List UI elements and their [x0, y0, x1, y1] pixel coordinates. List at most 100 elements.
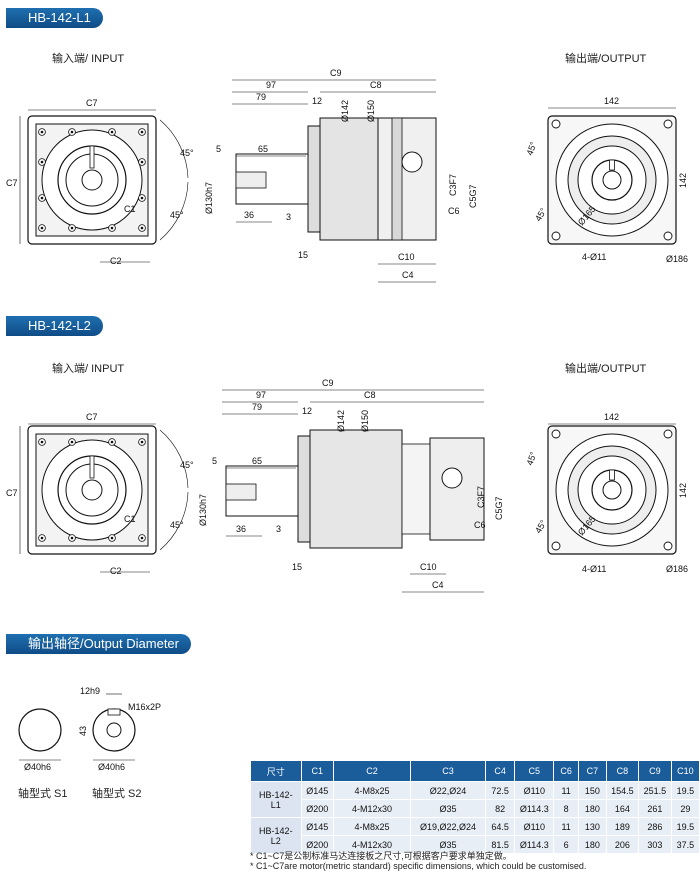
table-cell: 11: [553, 817, 580, 836]
table-cell: 189: [605, 817, 640, 836]
dim-142-top-l1: 142: [604, 96, 619, 106]
dim-142-top-l2: 142: [604, 412, 619, 422]
table-row: Ø200 4-M12x30 Ø35 81.5 Ø114.3 6 180 206 …: [251, 835, 700, 854]
table-cell: 303: [638, 835, 672, 854]
input-label-l2: 输入端/ INPUT: [52, 363, 125, 375]
dim-45-b-l1: 45°: [170, 210, 184, 220]
table-cell: 261: [638, 799, 672, 818]
dim-holes-l2: 4-Ø11: [582, 564, 606, 574]
section-badge-l1: HB-142-L1: [6, 8, 103, 28]
dim-36-l1: 36: [244, 210, 254, 220]
dim-s2-diameter: Ø40h6: [98, 762, 125, 772]
note-chinese: * C1~C7是公制标准马达连接板之尺寸,可根据客户要求单独定做。: [250, 851, 512, 861]
dim-c5-l1: C5G7: [468, 184, 478, 208]
dim-186-l2: Ø186: [666, 564, 688, 574]
table-cell: 37.5: [670, 835, 700, 854]
input-view-l1: C7 C7 45° 45° C1 C2: [6, 98, 194, 266]
table-cell: Ø145: [300, 781, 335, 800]
shaft-s1: Ø40h6: [18, 708, 62, 772]
output-view-l1: 142 142 45° 45° Ø165 4-Ø11 Ø186: [524, 96, 688, 264]
table-cell: 8: [553, 799, 580, 818]
dim-12-l1: 12: [312, 96, 322, 106]
dim-45-b-l2: 45°: [170, 520, 184, 530]
dim-142-side-l1: 142: [678, 173, 688, 188]
dim-holes-l1: 4-Ø11: [582, 252, 606, 262]
dim-97-l1: 97: [266, 80, 276, 90]
dim-c5-l2: C5G7: [494, 496, 504, 520]
dim-15-l2: 15: [292, 562, 302, 572]
header-c6: C6: [553, 760, 580, 782]
table-cell: 82: [484, 799, 516, 818]
table-cell: Ø114.3: [514, 799, 555, 818]
dim-c3-l2: C3F7: [476, 486, 486, 508]
dim-c2-l1: C2: [110, 256, 122, 266]
header-c1: C1: [300, 760, 335, 782]
dim-c4-l1: C4: [402, 270, 414, 280]
header-c4: C4: [484, 760, 516, 782]
dim-150-l2: Ø150: [360, 410, 370, 432]
dim-s2-43: 43: [78, 726, 88, 736]
dim-79-l2: 79: [252, 402, 262, 412]
dim-3-l2: 3: [276, 524, 281, 534]
input-view-l2: C7 C7 45° 45° C1 C2: [6, 412, 194, 576]
table-cell: 4-M8x25: [332, 817, 412, 836]
header-size: 尺寸: [250, 760, 302, 782]
dim-c3-l1: C3F7: [448, 174, 458, 196]
table-cell: 180: [578, 799, 607, 818]
table-cell: 72.5: [484, 781, 516, 800]
table-cell: Ø110: [514, 781, 555, 800]
dim-5-l1: 5: [216, 144, 221, 154]
dim-130-l2: Ø130h7: [198, 494, 208, 526]
dim-c9-l2: C9: [322, 378, 334, 388]
table-cell: 286: [638, 817, 672, 836]
header-c8: C8: [605, 760, 640, 782]
header-c2: C2: [332, 760, 412, 782]
table-cell: Ø35: [410, 799, 486, 818]
header-c7: C7: [578, 760, 607, 782]
dim-s1-diameter: Ø40h6: [24, 762, 51, 772]
table-header-row: 尺寸 C1 C2 C3 C4 C5 C6 C7 C8 C9 C10: [250, 760, 700, 782]
dim-c10-l1: C10: [398, 252, 415, 262]
side-view-l1: C9 97 C8 79 12 Ø142 Ø150 5 65 Ø130h7 36 …: [204, 68, 478, 283]
dim-45-c-l1: 45°: [524, 140, 538, 157]
dim-45-d-l1: 45°: [533, 206, 549, 223]
table-cell: Ø114.3: [514, 835, 555, 854]
shaft-s2-caption: 轴型式 S2: [92, 788, 142, 800]
output-label-l2: 输出端/OUTPUT: [565, 363, 647, 375]
dim-c6-l2: C6: [474, 520, 486, 530]
table-cell: 4-M12x30: [332, 835, 412, 854]
dim-c7-top-l2: C7: [86, 412, 98, 422]
table-cell: Ø110: [514, 817, 555, 836]
input-label-l1: 输入端/ INPUT: [52, 53, 125, 65]
side-view-l2: C9 97 C8 79 12 Ø142 Ø150 5 65 Ø130h7 36 …: [198, 378, 504, 593]
header-c9: C9: [638, 760, 672, 782]
model-cell: HB-142-L2: [250, 817, 302, 854]
table-cell: 154.5: [605, 781, 640, 800]
dim-c10-l2: C10: [420, 562, 437, 572]
dim-12-l2: 12: [302, 406, 312, 416]
dim-150-l1: Ø150: [366, 100, 376, 122]
dim-c2-l2: C2: [110, 566, 122, 576]
header-c5: C5: [514, 760, 555, 782]
section-badge-l2: HB-142-L2: [6, 316, 103, 336]
table-cell: 11: [553, 781, 580, 800]
table-row: HB-142-L1 Ø145 4-M8x25 Ø22,Ø24 72.5 Ø110…: [250, 781, 700, 818]
table-cell: 180: [578, 835, 607, 854]
header-c10: C10: [670, 760, 700, 782]
dim-97-l2: 97: [256, 390, 266, 400]
dim-65-l2: 65: [252, 456, 262, 466]
table-cell: 4-M8x25: [332, 781, 412, 800]
dim-65-l1: 65: [258, 144, 268, 154]
dim-186-l1: Ø186: [666, 254, 688, 264]
dim-c8-l2: C8: [364, 390, 376, 400]
dim-15-l1: 15: [298, 250, 308, 260]
spec-table: 尺寸 C1 C2 C3 C4 C5 C6 C7 C8 C9 C10 HB-142…: [250, 760, 700, 854]
note-english: * C1~C7are motor(metric standard) specif…: [250, 861, 587, 871]
table-cell: 164: [605, 799, 640, 818]
table-cell: Ø19,Ø22,Ø24: [410, 817, 486, 836]
output-label-l1: 输出端/OUTPUT: [565, 53, 647, 65]
dim-c8-l1: C8: [370, 80, 382, 90]
table-cell: Ø200: [300, 799, 335, 818]
dim-45-d-l2: 45°: [533, 518, 549, 535]
